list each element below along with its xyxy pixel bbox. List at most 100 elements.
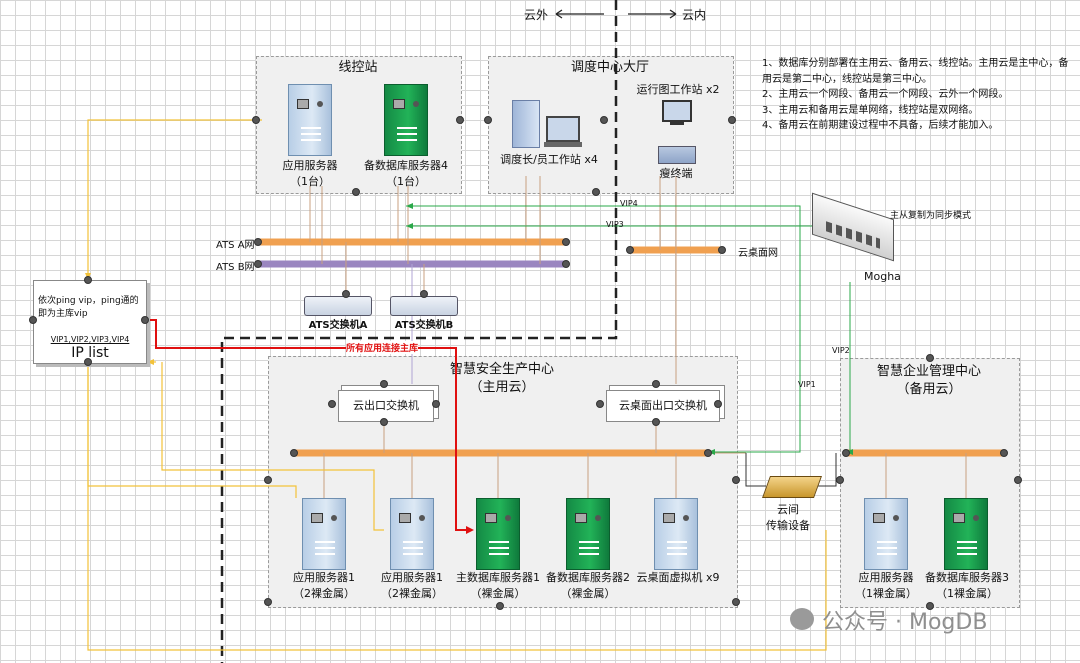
connector-dot — [352, 188, 360, 196]
main-db-1-label-2: （裸金属） — [470, 587, 526, 600]
main-db-server-1 — [476, 498, 520, 570]
connector-dot — [718, 246, 726, 254]
note-4: 4、备用云在前期建设过程中不具备，后续才能加入。 — [762, 120, 999, 131]
ats-switch-a-icon — [304, 296, 372, 316]
backup-db-3-label-1: 备数据库服务器3 — [925, 571, 1009, 584]
main-app-1-label-1: 应用服务器1 — [293, 571, 355, 584]
connector-dot — [926, 602, 934, 610]
vip4-label: VIP4 — [620, 199, 638, 208]
dispatch-title: 调度中心大厅 — [570, 60, 649, 75]
thin-terminal-label: 瘦终端 — [659, 167, 693, 180]
connector-dot — [562, 260, 570, 268]
all-apps-master-label: 所有应用连接主库 — [346, 341, 419, 354]
backup-db-2-label-2: （裸金属） — [560, 587, 616, 600]
main-app-server-1 — [302, 498, 346, 570]
arrow-right — [628, 9, 677, 19]
cloud-exit-switch: 云出口交换机 — [338, 390, 434, 422]
main-db-1-label-1: 主数据库服务器1 — [456, 571, 540, 584]
note-3: 3、主用云和备用云是单网络，线控站是双网络。 — [762, 104, 979, 116]
line-station-app-label-1: 应用服务器 — [282, 159, 338, 172]
backup-db-2-label-1: 备数据库服务器2 — [546, 571, 630, 584]
vip3-label: VIP3 — [606, 220, 624, 229]
connector-dot — [84, 276, 92, 284]
vip2-label: VIP2 — [832, 346, 850, 355]
connector-dot — [704, 449, 712, 457]
main-app-2-label-1: 应用服务器1 — [381, 571, 443, 584]
red-master-link — [146, 319, 468, 531]
watermark: 公众号 · MogDB — [822, 610, 988, 635]
main-cloud-title-2: （主用云） — [469, 380, 535, 395]
ats-switch-b-label: ATS交换机B — [394, 320, 454, 331]
line-station-app-label-2: （1台） — [290, 175, 330, 188]
connector-dot — [264, 476, 272, 484]
thin-terminal-icon — [658, 146, 696, 164]
line-station-db-label-1: 备数据库服务器4 — [364, 159, 448, 172]
dispatcher-workstation-icon — [512, 100, 582, 148]
cloud-desktop-exit-switch: 云桌面出口交换机 — [606, 390, 720, 422]
transmission-label-2: 传输设备 — [766, 519, 810, 532]
connector-dot — [714, 400, 722, 408]
line-station-db-server — [384, 84, 428, 156]
backup-cloud-title-2: （备用云） — [896, 382, 962, 397]
connector-dot — [842, 449, 850, 457]
line-station-title: 线控站 — [338, 60, 378, 75]
ip-list-title: IP list — [71, 345, 109, 361]
ip-list-box: 依次ping vip，ping通的即为主库vip VIP1,VIP2,VIP3,… — [33, 280, 147, 364]
notes-block: 1、数据库分别部署在主用云、备用云、线控站。主用云是主中心，备用云是第二中心，线… — [762, 56, 1072, 134]
mogha-name: Mogha — [864, 270, 901, 283]
backup-db-3-label-2: （1裸金属） — [936, 587, 998, 600]
vip1-label: VIP1 — [798, 380, 816, 389]
arrow-left — [555, 9, 604, 19]
connector-dot — [652, 418, 660, 426]
connector-dot — [1000, 449, 1008, 457]
connector-dot — [328, 400, 336, 408]
connector-dot — [380, 380, 388, 388]
ats-switch-b-icon — [390, 296, 458, 316]
note-2: 2、主用云一个网段、备用云一个网段、云外一个网段。 — [762, 89, 1009, 100]
backup-db-server-3 — [944, 498, 988, 570]
connector-dot — [496, 602, 504, 610]
line-station-app-server — [288, 84, 332, 156]
connector-dot — [484, 116, 492, 124]
connector-dot — [84, 358, 92, 366]
connector-dot — [562, 238, 570, 246]
connector-dot — [254, 260, 262, 268]
connector-dot — [1014, 476, 1022, 484]
backup-app-label-2: （1裸金属） — [855, 587, 917, 600]
mogha-device-icon — [812, 192, 900, 262]
transmission-device-icon — [761, 476, 823, 498]
backup-db-server-2 — [566, 498, 610, 570]
note-1: 1、数据库分别部署在主用云、备用云、线控站。主用云是主中心，备用云是第二中心，线… — [762, 58, 1069, 85]
cloud-in-label: 云内 — [682, 8, 707, 22]
connector-dot — [141, 316, 149, 324]
backup-app-label-1: 应用服务器 — [858, 571, 914, 584]
ip-list-vips: VIP1,VIP2,VIP3,VIP4 — [50, 335, 130, 344]
connector-dot — [432, 400, 440, 408]
connector-dot — [626, 246, 634, 254]
connector-dot — [290, 449, 298, 457]
connector-dot — [596, 400, 604, 408]
backup-cloud-title-1: 智慧企业管理中心 — [876, 364, 981, 379]
ip-list-desc: 依次ping vip，ping通的即为主库vip — [38, 296, 139, 319]
ats-b-label: ATS B网 — [216, 262, 255, 273]
connector-dot — [592, 188, 600, 196]
ops-workstation-label: 运行图工作站 x2 — [636, 83, 720, 96]
ats-switch-a-label: ATS交换机A — [308, 320, 368, 331]
transmission-label-1: 云间 — [777, 503, 799, 516]
connector-dot — [380, 418, 388, 426]
cloud-desktop-net-label: 云桌面网 — [738, 248, 778, 259]
cloud-boundary — [220, 0, 618, 663]
connector-dot — [732, 476, 740, 484]
ats-a-label: ATS A网 — [216, 240, 255, 251]
cloud-desktop-vm — [654, 498, 698, 570]
main-app-server-2 — [390, 498, 434, 570]
connector-dot — [252, 116, 260, 124]
main-app-1-label-2: （2裸金属） — [293, 587, 355, 600]
cloud-desktop-vm-label: 云桌面虚拟机 x9 — [636, 571, 720, 584]
wechat-icon — [790, 608, 814, 630]
connector-dot — [926, 354, 934, 362]
ops-workstation-icon — [662, 100, 692, 126]
connector-dot — [836, 476, 844, 484]
connector-dot — [456, 116, 464, 124]
